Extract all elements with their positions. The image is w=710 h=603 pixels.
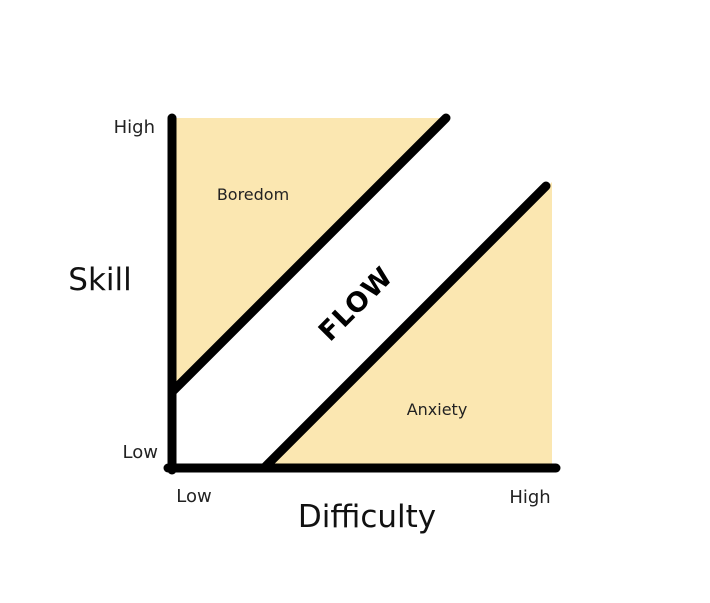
y-axis-high-label: High [114, 117, 155, 138]
boredom-boundary-line [167, 113, 451, 397]
y-axis-low-label: Low [123, 442, 158, 463]
boredom-label: Boredom [217, 185, 289, 204]
x-axis-title: Difficulty [298, 499, 436, 535]
anxiety-label: Anxiety [407, 400, 468, 419]
anxiety-boundary-line [259, 181, 551, 473]
y-axis-title: Skill [68, 262, 131, 298]
flow-label: FLOW [313, 261, 400, 348]
x-axis-low-label: Low [176, 486, 211, 507]
x-axis-high-label: High [509, 487, 550, 508]
